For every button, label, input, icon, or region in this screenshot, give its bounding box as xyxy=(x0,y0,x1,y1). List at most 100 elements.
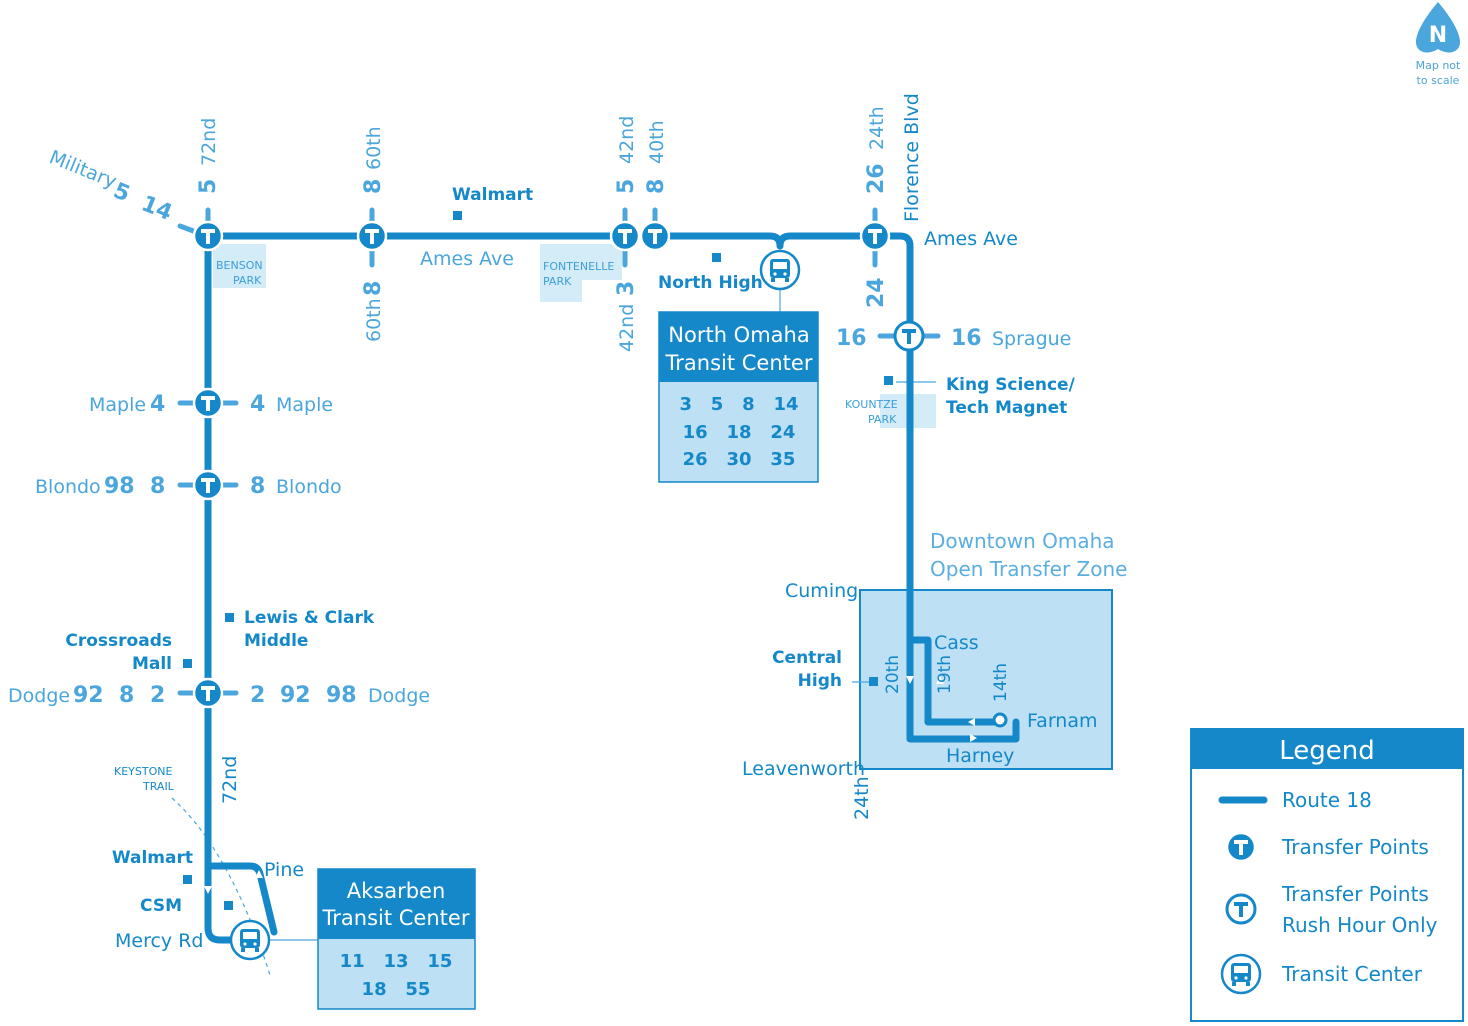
landmark-lewis-clark-1: Lewis & Clark xyxy=(244,608,375,628)
route-24th-24: 24 xyxy=(864,277,889,308)
route-24th-26: 26 xyxy=(864,163,889,194)
route-dodge-8-left: 8 xyxy=(119,683,134,708)
street-pine: Pine xyxy=(264,859,304,881)
downtown-zone-label-1: Downtown Omaha xyxy=(930,529,1115,553)
route-dodge-2-left: 2 xyxy=(150,683,165,708)
route-military-14: 14 xyxy=(138,191,176,226)
north-omaha-bus-icon xyxy=(759,249,801,291)
street-42nd-bottom: 42nd xyxy=(616,304,638,352)
route-dodge-98-right: 98 xyxy=(326,683,357,708)
landmark-central-high-1: Central xyxy=(772,648,842,668)
street-20th: 20th xyxy=(883,655,903,694)
legend-rush-hour-icon xyxy=(1225,893,1257,925)
transfer-40th-ames xyxy=(639,220,671,252)
north-omaha-transit-center: North Omaha Transit Center 3 5 8 14 16 1… xyxy=(658,311,819,483)
street-blondo-left: Blondo xyxy=(35,476,101,498)
north-omaha-tc-title-2: Transit Center xyxy=(665,351,813,375)
street-military: Military xyxy=(46,146,120,193)
route-maple-4-left: 4 xyxy=(150,392,165,417)
transfer-dodge xyxy=(192,677,224,709)
north-omaha-tc-routes-3: 26 30 35 xyxy=(683,449,796,470)
transfer-24th-ames xyxy=(859,220,891,252)
landmark-north-high: North High xyxy=(658,273,763,293)
street-maple-left: Maple xyxy=(89,394,146,416)
route-40th-8: 8 xyxy=(644,179,669,194)
street-sprague: Sprague xyxy=(992,328,1071,350)
landmark-king-science-2: Tech Magnet xyxy=(946,398,1067,418)
map-scale-note: Map not xyxy=(1416,59,1461,72)
street-40th-top: 40th xyxy=(646,120,668,164)
street-ames-ave-right: Ames Ave xyxy=(924,228,1018,250)
landmark-csm: CSM xyxy=(140,896,182,916)
street-maple-right: Maple xyxy=(276,394,333,416)
street-blondo-right: Blondo xyxy=(276,476,342,498)
aksarben-tc-title-2: Transit Center xyxy=(322,906,470,930)
route-blondo-8-right: 8 xyxy=(250,474,265,499)
transfer-sprague-rush-hour xyxy=(893,320,925,352)
route-42nd-3: 3 xyxy=(614,281,639,296)
park-benson-2: PARK xyxy=(233,274,262,287)
north-omaha-tc-routes-1: 3 5 8 14 xyxy=(679,394,798,415)
street-19th: 19th xyxy=(935,655,955,694)
legend-transfer-points: Transfer Points xyxy=(1281,835,1429,859)
park-fontenelle-2: PARK xyxy=(543,275,572,288)
legend-title: Legend xyxy=(1279,736,1375,766)
transfer-42nd-ames xyxy=(609,220,641,252)
landmark-crossroads-1: Crossroads xyxy=(65,631,172,651)
street-cuming: Cuming xyxy=(785,580,858,602)
street-harney: Harney xyxy=(946,745,1014,767)
street-ames-ave-left: Ames Ave xyxy=(420,248,514,270)
street-mercy-rd: Mercy Rd xyxy=(115,930,203,952)
route-blondo-8-left: 8 xyxy=(150,474,165,499)
aksarben-tc-routes-1: 11 13 15 xyxy=(340,951,453,972)
street-florence-blvd: Florence Blvd xyxy=(901,93,923,222)
route-sprague-16-left: 16 xyxy=(836,326,867,351)
street-72nd-lower: 72nd xyxy=(219,756,241,804)
landmark-king-science-1: King Science/ xyxy=(946,375,1076,395)
street-72nd-top: 72nd xyxy=(198,118,220,166)
legend-rush-hour-2: Rush Hour Only xyxy=(1282,913,1438,937)
transfer-blondo xyxy=(192,469,224,501)
north-arrow: N Map not to scale xyxy=(1416,2,1461,87)
street-dodge-right: Dodge xyxy=(368,685,430,707)
landmark-markers xyxy=(183,211,893,910)
north-letter: N xyxy=(1429,23,1447,48)
legend-rush-hour-1: Transfer Points xyxy=(1281,882,1429,906)
transfer-maple xyxy=(192,387,224,419)
street-60th-bottom: 60th xyxy=(363,298,385,342)
north-omaha-tc-title-1: North Omaha xyxy=(668,323,809,347)
route-42nd-5: 5 xyxy=(614,179,639,194)
transfer-points xyxy=(192,220,925,709)
route-maple-4-right: 4 xyxy=(250,392,265,417)
aksarben-tc-routes-2: 18 55 xyxy=(362,979,431,1000)
aksarben-bus-icon xyxy=(229,919,271,961)
street-60th-top: 60th xyxy=(363,126,385,170)
benson-park xyxy=(213,244,266,288)
downtown-zone-label-2: Open Transfer Zone xyxy=(930,557,1127,581)
aksarben-tc-title-1: Aksarben xyxy=(347,879,446,903)
legend-route-18: Route 18 xyxy=(1282,788,1372,812)
farnam-end-stop xyxy=(992,712,1008,728)
street-dodge-left: Dodge xyxy=(8,685,70,707)
street-42nd-top: 42nd xyxy=(616,116,638,164)
park-kountze-1: KOUNTZE xyxy=(845,398,898,411)
street-24th-top: 24th xyxy=(866,106,888,150)
route-dodge-92-right: 92 xyxy=(280,683,311,708)
transfer-72nd-ames xyxy=(192,220,224,252)
park-fontenelle-1: FONTENELLE xyxy=(543,260,614,273)
route-dodge-2-right: 2 xyxy=(250,683,265,708)
keystone-trail-label-1: KEYSTONE xyxy=(114,765,172,778)
landmark-crossroads-2: Mall xyxy=(132,654,172,674)
street-leavenworth: Leavenworth xyxy=(742,758,865,780)
landmark-central-high-2: High xyxy=(798,671,842,691)
route-72nd-5: 5 xyxy=(196,179,221,194)
legend: Legend Route 18 Transfer Points Transfer… xyxy=(1190,728,1464,1022)
aksarben-transit-center: Aksarben Transit Center 11 13 15 18 55 xyxy=(317,868,476,1010)
legend-transfer-icon xyxy=(1225,831,1257,863)
transfer-60th-ames xyxy=(356,220,388,252)
legend-bus-icon xyxy=(1220,953,1262,995)
legend-transit-center: Transit Center xyxy=(1281,962,1423,986)
route-blondo-98: 98 xyxy=(104,474,135,499)
north-omaha-tc-routes-2: 16 18 24 xyxy=(683,422,796,443)
